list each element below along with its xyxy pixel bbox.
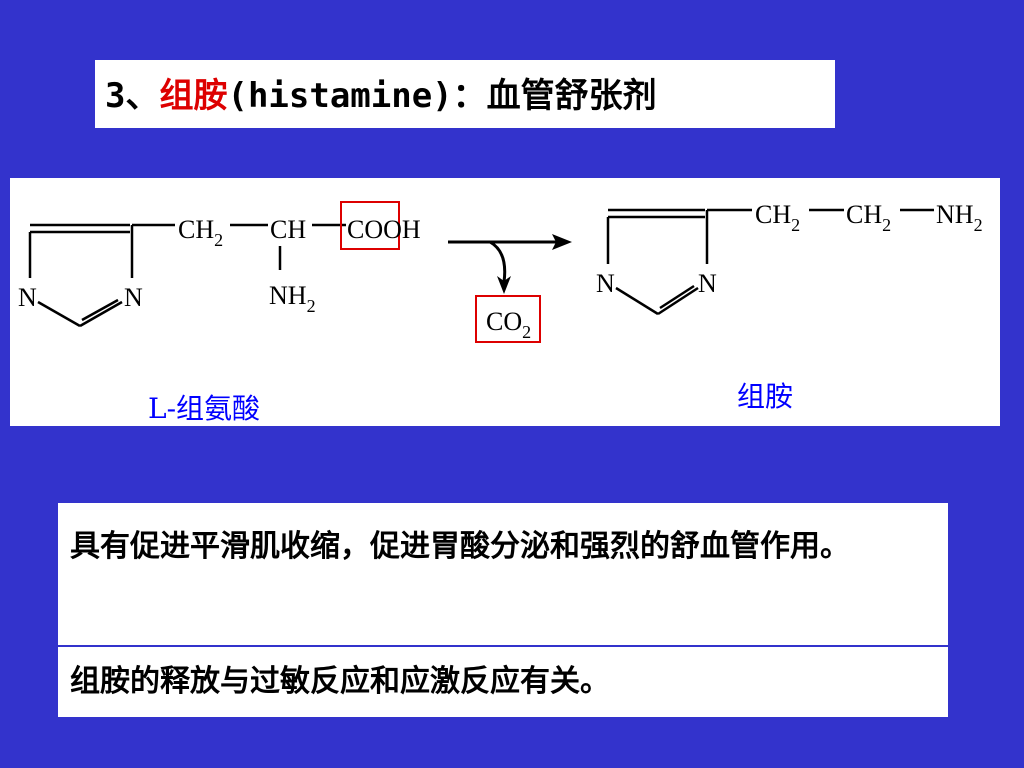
reactant-cooh: COOH xyxy=(347,215,421,244)
reactant-nh2: NH2 xyxy=(269,281,316,316)
cooh-highlight-box xyxy=(340,201,400,250)
reactant-nh2-base: NH xyxy=(269,281,307,310)
product-ch2-a: CH2 xyxy=(755,200,800,235)
reactant-ring-n1: N xyxy=(18,283,37,312)
product-nh2-sub: 2 xyxy=(974,215,983,235)
title-number: 3、 xyxy=(105,76,160,116)
title-highlight: 组胺 xyxy=(159,76,228,116)
product-nh2: NH2 xyxy=(936,200,983,235)
reactant-ring xyxy=(28,223,175,328)
description-panel: 具有促进平滑肌收缩，促进胃酸分泌和强烈的舒血管作用。 xyxy=(58,503,948,645)
product-label: 组胺 xyxy=(737,380,793,413)
note-text: 组胺的释放与过敏反应和应激反应有关。 xyxy=(70,664,610,699)
slide-title: 3、组胺(histamine)：血管舒张剂 xyxy=(105,68,657,117)
co2-sub: 2 xyxy=(522,322,531,342)
co2-highlight-box xyxy=(475,295,541,343)
reactant-ch2-base: CH xyxy=(178,215,214,244)
co2-base: CO xyxy=(486,307,522,336)
note-panel: 组胺的释放与过敏反应和应激反应有关。 xyxy=(58,647,948,717)
title-panel: 3、组胺(histamine)：血管舒张剂 xyxy=(95,60,835,128)
product-ring-n3: N xyxy=(698,269,717,298)
product-ch2-a-sub: 2 xyxy=(791,215,800,235)
product-ch2-b: CH2 xyxy=(846,200,891,235)
reactant-ch2: CH2 xyxy=(178,215,223,250)
product-ring-n1: N xyxy=(596,269,615,298)
reaction-arrow xyxy=(448,234,572,250)
reactant-ring-n3: N xyxy=(124,283,143,312)
reaction-diagram: N N CH2 CH COOH NH2 CO2 xyxy=(18,200,983,425)
reaction-panel: N N CH2 CH COOH NH2 CO2 xyxy=(10,178,1000,426)
product-ch2-b-sub: 2 xyxy=(882,215,891,235)
co2-release-arrow xyxy=(489,240,511,294)
description-text: 具有促进平滑肌收缩，促进胃酸分泌和强烈的舒血管作用。 xyxy=(70,529,850,564)
reactant-ch2-sub: 2 xyxy=(214,230,223,250)
product-nh2-base: NH xyxy=(936,200,974,229)
product-ch2-b-base: CH xyxy=(846,200,882,229)
title-rest: (histamine)：血管舒张剂 xyxy=(227,76,657,116)
byproduct-co2: CO2 xyxy=(486,307,531,342)
reactant-label: L-组氨酸 xyxy=(148,392,260,425)
reactant-ch: CH xyxy=(270,215,306,244)
reactant-nh2-sub: 2 xyxy=(307,296,316,316)
product-ch2-a-base: CH xyxy=(755,200,791,229)
product-ring xyxy=(606,208,752,316)
